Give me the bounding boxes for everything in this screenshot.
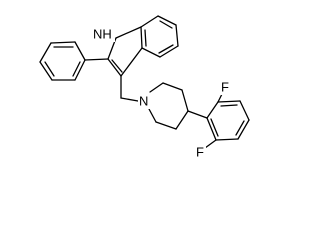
- atom-label-nh: NH: [91, 26, 115, 42]
- atom-label-piperidine-n: N: [138, 93, 151, 109]
- fluorine-top-label: F: [221, 80, 229, 95]
- phenyl-ring: [39, 41, 109, 81]
- difluorophenyl-ring: [206, 100, 250, 141]
- methylene-linker: [120, 75, 139, 102]
- fluorine-bottom-label: F: [196, 145, 204, 160]
- nh-label: NH: [93, 27, 112, 42]
- piperidine-n-label: N: [139, 94, 148, 109]
- indole-benzene-ring: [140, 15, 179, 58]
- atom-label-f-top: F: [220, 79, 231, 95]
- structure-canvas: NH N F F: [39, 15, 250, 160]
- aryl-link: [187, 110, 208, 119]
- atom-label-f-bottom: F: [195, 144, 206, 160]
- molecule-structure: NH N F F: [39, 15, 250, 160]
- piperidine-ring: [148, 82, 189, 130]
